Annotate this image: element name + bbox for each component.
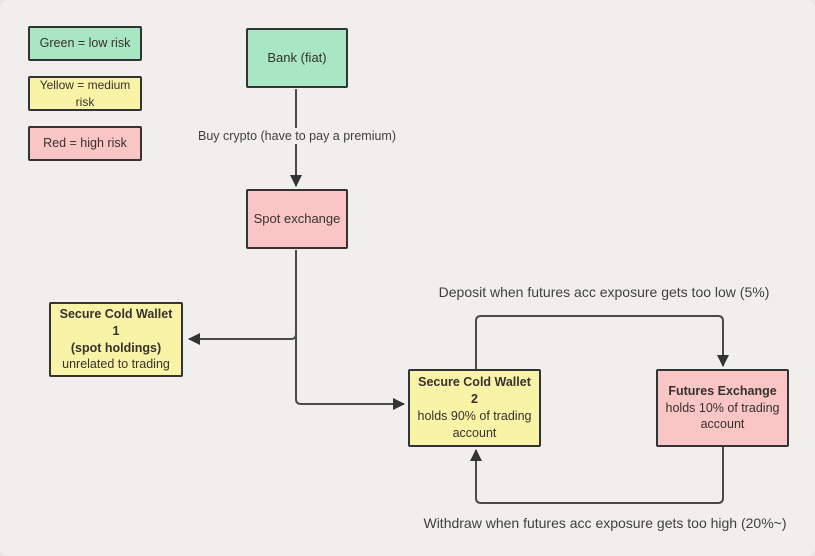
node-wallet1-note: unrelated to trading <box>62 357 170 372</box>
legend-high-risk-label: Red = high risk <box>43 136 127 151</box>
legend-medium-risk[interactable]: Yellow = medium risk <box>28 76 142 111</box>
node-wallet1-subtitle: (spot holdings) <box>70 340 162 355</box>
edge-spot-to-wallet1 <box>188 250 297 345</box>
edge-label-withdraw: Withdraw when futures acc exposure gets … <box>423 515 787 531</box>
node-bank-fiat-label: Bank (fiat) <box>267 50 327 66</box>
node-futures-exchange[interactable]: Futures Exchange holds 10% of trading ac… <box>656 369 789 447</box>
node-spot-exchange-label: Spot exchange <box>253 211 341 227</box>
edge-futures-to-wallet2-withdraw <box>470 447 724 504</box>
node-secure-cold-wallet-1[interactable]: Secure Cold Wallet 1 (spot holdings) unr… <box>49 302 183 377</box>
legend-high-risk[interactable]: Red = high risk <box>28 126 142 161</box>
legend-medium-risk-label: Yellow = medium risk <box>39 78 131 109</box>
node-wallet1-title: Secure Cold Wallet 1 <box>59 306 173 338</box>
edge-wallet2-to-futures-deposit <box>475 315 729 369</box>
node-secure-cold-wallet-2[interactable]: Secure Cold Wallet 2 holds 90% of tradin… <box>408 369 541 447</box>
node-spot-exchange[interactable]: Spot exchange <box>246 189 348 249</box>
edge-spot-to-wallet2 <box>295 250 405 410</box>
edge-label-deposit: Deposit when futures acc exposure gets t… <box>438 284 770 300</box>
edge-label-buy-crypto: Buy crypto (have to pay a premium) <box>195 128 399 144</box>
node-bank-fiat[interactable]: Bank (fiat) <box>246 28 348 88</box>
node-futures-title: Futures Exchange <box>668 383 777 398</box>
node-wallet2-title: Secure Cold Wallet 2 <box>418 375 531 407</box>
legend-low-risk-label: Green = low risk <box>39 36 131 51</box>
node-futures-note: holds 10% of trading account <box>665 400 780 432</box>
node-wallet2-note: holds 90% of trading account <box>417 409 532 440</box>
legend-low-risk[interactable]: Green = low risk <box>28 26 142 61</box>
